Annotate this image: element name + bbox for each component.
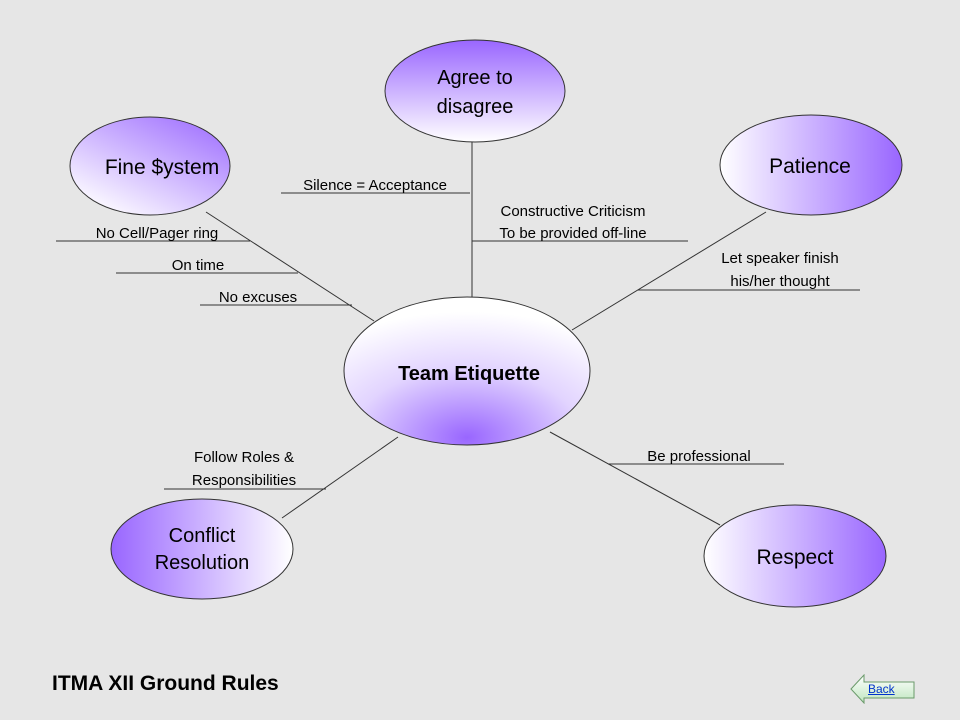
node-conflict-line1: Conflict (169, 525, 236, 547)
center-label: Team Etiquette (398, 363, 540, 385)
connector-fine (205, 211, 375, 322)
node-conflict-resolution (110, 498, 294, 600)
label-no-cell: No Cell/Pager ring (96, 225, 219, 242)
label-silence: Silence = Acceptance (303, 177, 447, 194)
label-be-professional: Be professional (647, 448, 750, 465)
label-no-excuses: No excuses (219, 289, 297, 306)
node-respect (703, 504, 887, 608)
label-let-speaker-2: his/her thought (730, 273, 830, 290)
connector-respect (549, 431, 721, 526)
node-patience-label: Patience (769, 155, 851, 178)
node-fine-system (69, 116, 231, 216)
node-fine-label: Fine $ystem (105, 156, 219, 179)
back-arrow-icon (850, 674, 915, 704)
node-agree-line2: disagree (437, 96, 514, 118)
label-let-speaker-1: Let speaker finish (721, 250, 839, 267)
label-follow-roles-2: Responsibilities (192, 472, 296, 489)
label-constructive-2: To be provided off-line (499, 225, 646, 242)
node-conflict-line2: Resolution (155, 552, 250, 574)
label-follow-roles-1: Follow Roles & (194, 449, 294, 466)
node-respect-label: Respect (756, 546, 833, 569)
back-label: Back (868, 682, 895, 696)
back-button[interactable]: Back (850, 674, 916, 704)
label-constructive-1: Constructive Criticism (500, 203, 645, 220)
node-agree (384, 39, 566, 143)
node-patience (719, 114, 903, 216)
node-team-etiquette (343, 296, 591, 446)
node-agree-line1: Agree to (437, 67, 513, 89)
connector-patience (571, 211, 767, 331)
page-title: ITMA XII Ground Rules (52, 672, 279, 695)
connector-conflict (281, 436, 399, 519)
connectors (205, 140, 767, 526)
label-on-time: On time (172, 257, 225, 274)
label-underlines (56, 192, 860, 490)
